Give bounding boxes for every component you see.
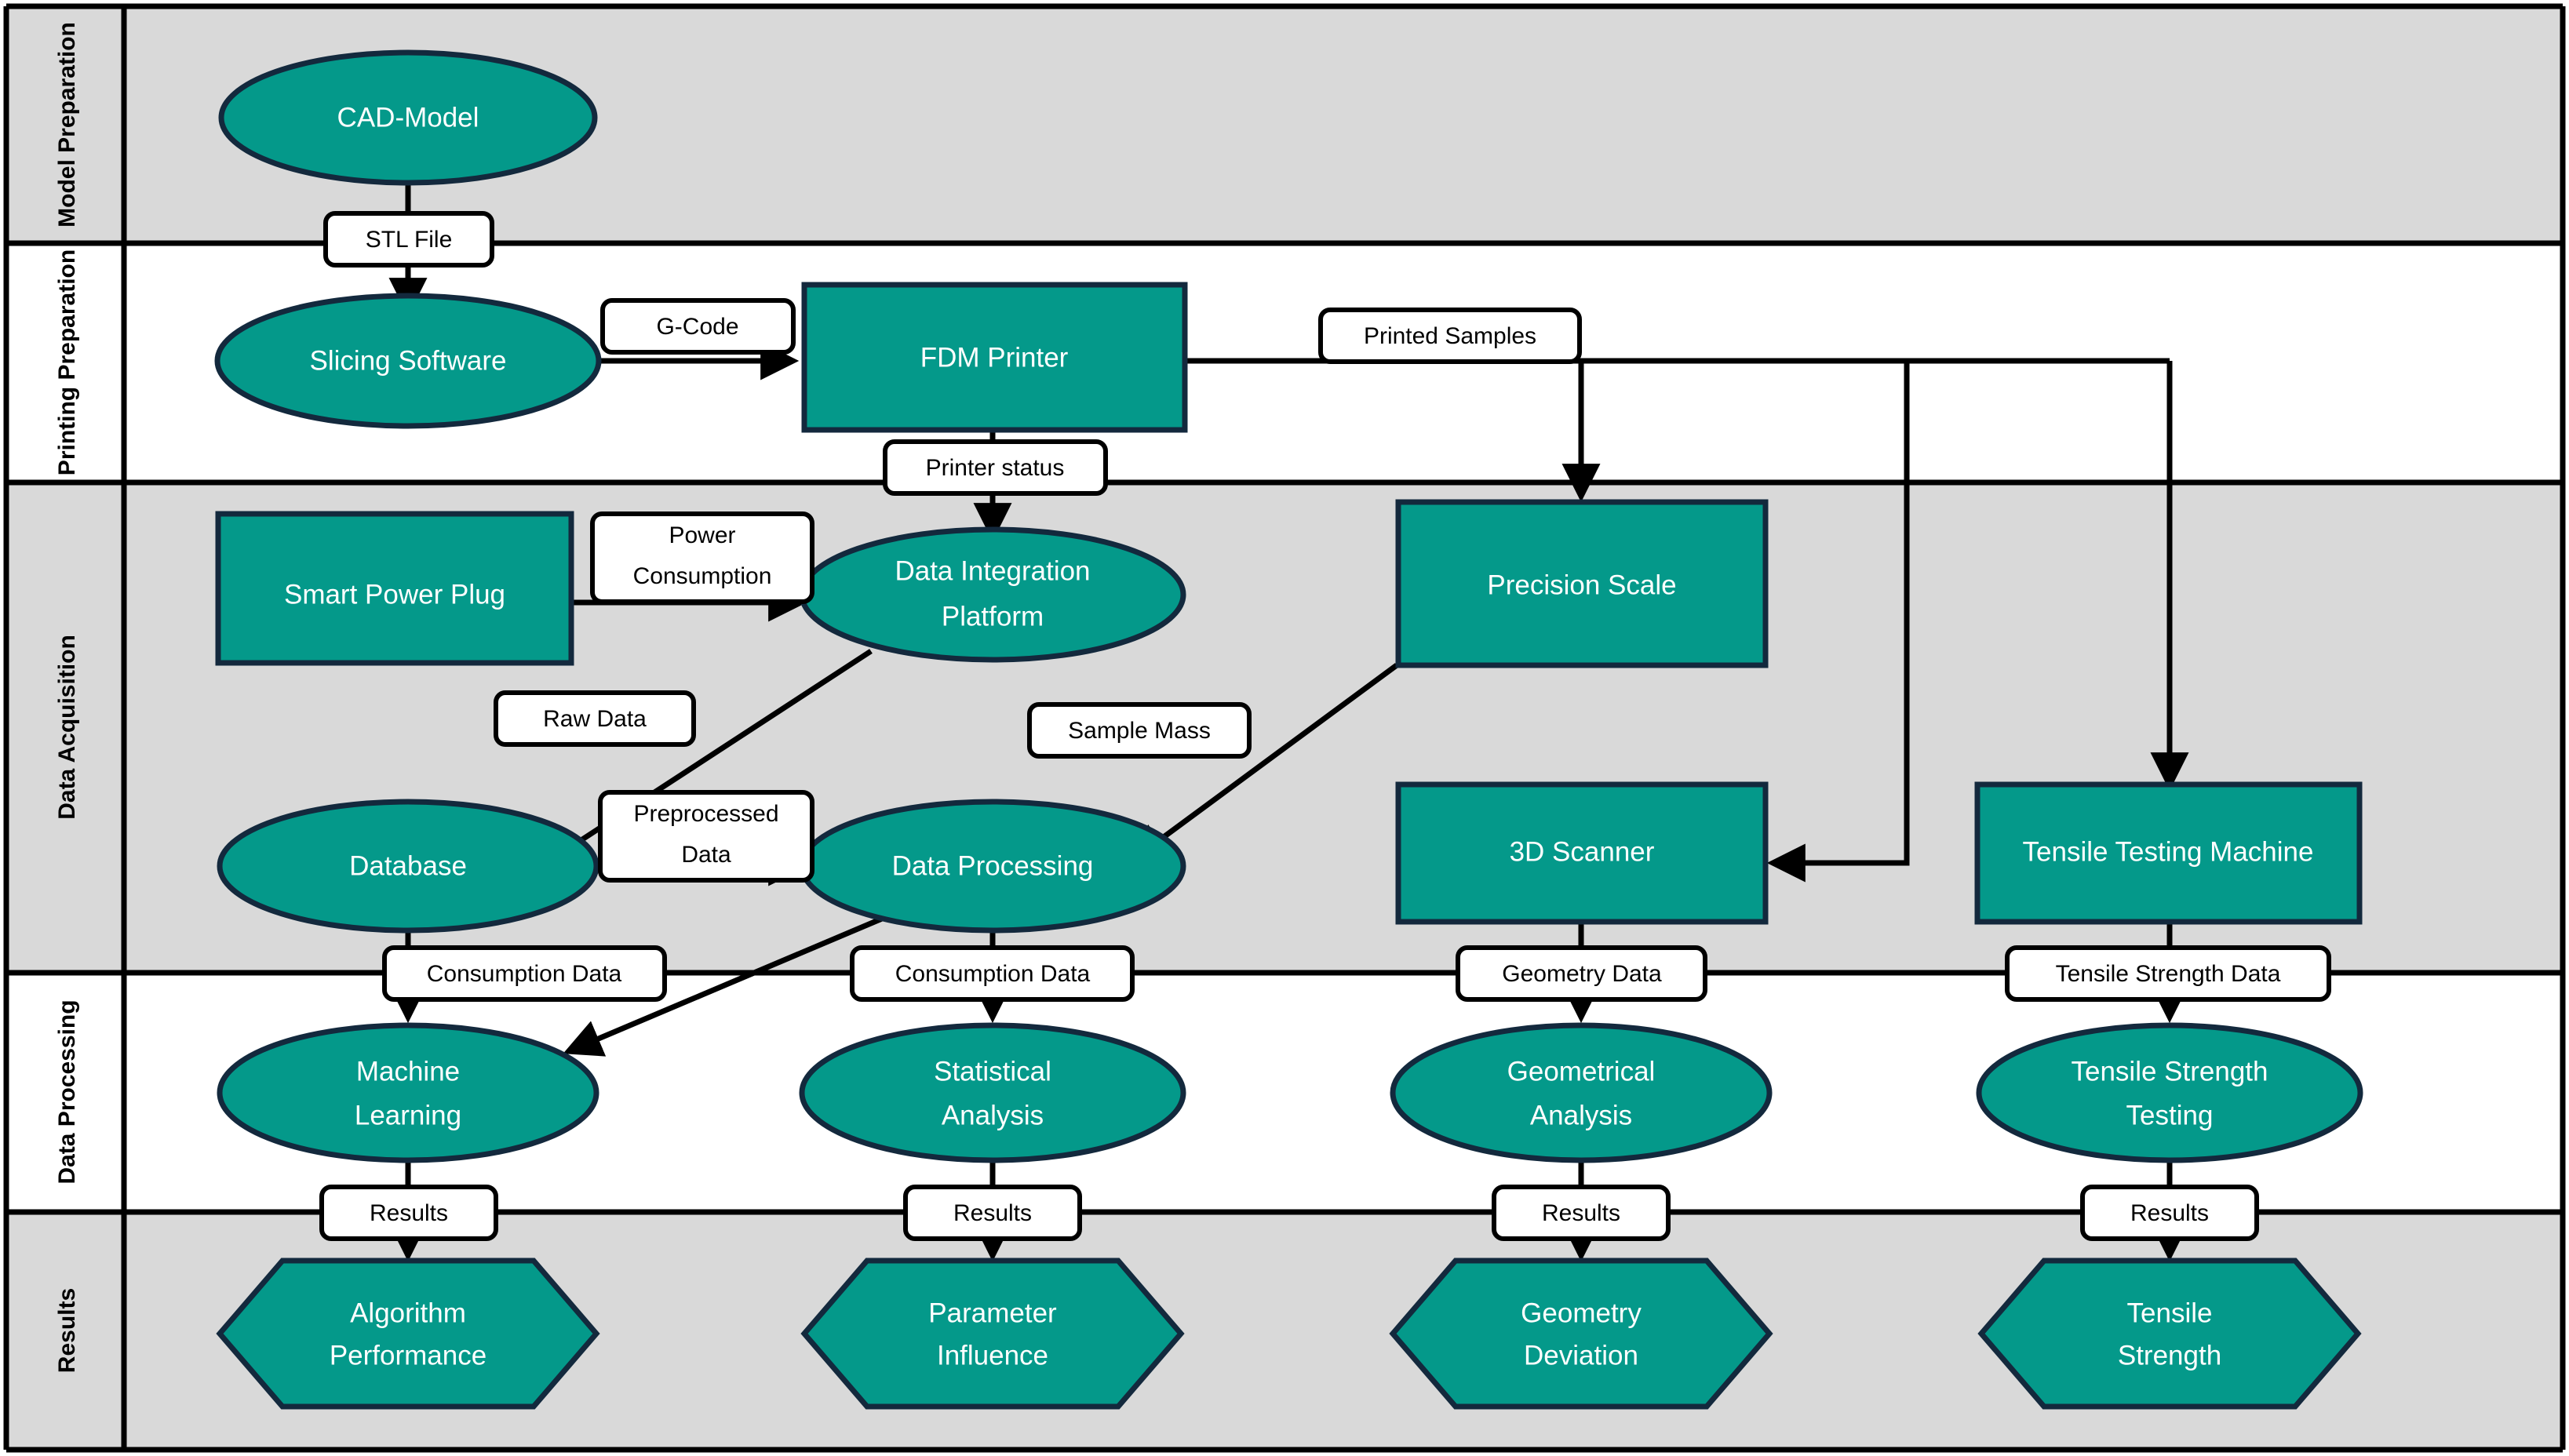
- edge-label-preprocessed-data-text-1: Preprocessed: [633, 801, 778, 827]
- lane-label-data-acquisition: Data Acquisition: [54, 635, 80, 820]
- node-data-integration-platform[interactable]: Data Integration Platform: [799, 526, 1186, 663]
- node-smart-power-plug-label: Smart Power Plug: [284, 579, 505, 610]
- edge-label-results-3-text: Results: [1542, 1200, 1620, 1226]
- edge-label-stl-file-text: STL File: [366, 227, 453, 253]
- edge-label-tensile-strength-data: Tensile Strength Data: [2005, 945, 2331, 1002]
- edge-label-preprocessed-data-text-2: Data: [681, 842, 731, 868]
- edge-raw-data-line: [536, 649, 873, 870]
- node-fdm-printer-label: FDM Printer: [920, 342, 1069, 373]
- lane-label-data-processing: Data Processing: [54, 999, 80, 1184]
- edge-label-stl-file: STL File: [323, 211, 494, 268]
- edge-label-results-4: Results: [2080, 1185, 2259, 1241]
- node-tensile-testing-machine[interactable]: Tensile Testing Machine: [1974, 781, 2363, 925]
- edge-label-printed-samples: Printed Samples: [1318, 308, 1582, 364]
- node-tensile-strength[interactable]: Tensile Strength: [1977, 1258, 2362, 1410]
- edge-labels: STL File G-Code Printer status Printed S…: [319, 211, 2331, 1241]
- edge-label-results-2: Results: [903, 1185, 1082, 1241]
- lane-label-results: Results: [54, 1288, 80, 1373]
- edge-label-sample-mass: Sample Mass: [1027, 702, 1252, 759]
- edge-label-consumption-data-left-text: Consumption Data: [427, 961, 622, 987]
- node-3d-scanner-label: 3D Scanner: [1510, 836, 1655, 867]
- edge-label-consumption-data-mid: Consumption Data: [850, 945, 1135, 1002]
- edge-label-consumption-data-mid-text: Consumption Data: [895, 961, 1091, 987]
- node-database-label: Database: [349, 850, 467, 881]
- node-fdm-printer[interactable]: FDM Printer: [801, 282, 1188, 433]
- edge-label-g-code-text: G-Code: [656, 314, 738, 340]
- edge-label-power-consumption-text-1: Power: [669, 522, 735, 548]
- edge-label-raw-data-text: Raw Data: [543, 706, 647, 732]
- lane-label-printing-preparation: Printing Preparation: [54, 249, 80, 475]
- node-cad-model-label: CAD-Model: [337, 102, 479, 133]
- node-tensile-strength-testing[interactable]: Tensile Strength Testing: [1976, 1022, 2363, 1163]
- edge-label-printed-samples-text: Printed Samples: [1364, 323, 1536, 349]
- edge-label-geometry-data: Geometry Data: [1456, 945, 1707, 1002]
- node-slicing-software[interactable]: Slicing Software: [214, 293, 602, 429]
- edge-label-raw-data: Raw Data: [494, 690, 696, 747]
- node-tensile-strength-label-1: Tensile: [2127, 1298, 2213, 1328]
- node-statistical-analysis[interactable]: Statistical Analysis: [799, 1022, 1186, 1163]
- node-data-processing-label: Data Processing: [892, 850, 1094, 881]
- node-smart-power-plug[interactable]: Smart Power Plug: [215, 511, 574, 666]
- node-cad-model[interactable]: CAD-Model: [218, 49, 598, 186]
- node-algorithm-performance-label-2: Performance: [330, 1340, 486, 1370]
- edge-label-power-consumption-text-2: Consumption: [633, 563, 772, 589]
- edge-label-printer-status: Printer status: [883, 439, 1108, 496]
- node-geometry-deviation[interactable]: Geometry Deviation: [1389, 1258, 1773, 1410]
- edge-label-g-code: G-Code: [600, 298, 796, 355]
- node-parameter-influence[interactable]: Parameter Influence: [800, 1258, 1185, 1410]
- lane-label-model-preparation: Model Preparation: [54, 22, 80, 228]
- node-tensile-testing-machine-label: Tensile Testing Machine: [2023, 836, 2314, 867]
- edge-label-preprocessed-data: Preprocessed Data: [598, 790, 814, 883]
- node-statistical-analysis-label-2: Analysis: [942, 1100, 1044, 1130]
- edge-label-printer-status-text: Printer status: [926, 455, 1065, 481]
- edge-label-results-1-text: Results: [370, 1200, 448, 1226]
- node-statistical-analysis-label-1: Statistical: [934, 1056, 1051, 1087]
- edge-label-power-consumption: Power Consumption: [590, 511, 814, 604]
- edge-label-sample-mass-text: Sample Mass: [1068, 718, 1211, 744]
- edge-printed-samples-to-3d-scanner: [1766, 361, 1910, 883]
- node-3d-scanner[interactable]: 3D Scanner: [1395, 781, 1769, 925]
- edge-label-results-3: Results: [1492, 1185, 1671, 1241]
- node-data-integration-platform-label-1: Data Integration: [895, 555, 1090, 586]
- node-machine-learning[interactable]: Machine Learning: [217, 1022, 599, 1163]
- node-geometrical-analysis-label-1: Geometrical: [1507, 1056, 1656, 1087]
- edge-label-tensile-strength-data-text: Tensile Strength Data: [2056, 961, 2281, 987]
- edge-sample-mass-line: [1128, 663, 1399, 863]
- edge-label-results-2-text: Results: [953, 1200, 1032, 1226]
- node-tensile-strength-testing-label-2: Testing: [2126, 1100, 2214, 1130]
- node-data-processing[interactable]: Data Processing: [799, 799, 1186, 934]
- lane-labels: Model Preparation Printing Preparation D…: [54, 22, 80, 1373]
- node-machine-learning-label-1: Machine: [356, 1056, 460, 1087]
- node-data-integration-platform-label-2: Platform: [942, 601, 1044, 632]
- node-precision-scale-label: Precision Scale: [1487, 570, 1676, 600]
- node-parameter-influence-label-2: Influence: [937, 1340, 1048, 1370]
- edge-label-geometry-data-text: Geometry Data: [1502, 961, 1662, 987]
- edge-label-results-4-text: Results: [2130, 1200, 2209, 1226]
- node-precision-scale[interactable]: Precision Scale: [1395, 499, 1769, 668]
- node-layer: CAD-Model Slicing Software FDM Printer S…: [214, 49, 2363, 1410]
- edge-label-results-1: Results: [319, 1185, 498, 1241]
- node-machine-learning-label-2: Learning: [355, 1100, 461, 1130]
- node-database[interactable]: Database: [217, 799, 599, 934]
- node-slicing-software-label: Slicing Software: [310, 345, 507, 376]
- node-parameter-influence-label-1: Parameter: [928, 1298, 1057, 1328]
- node-algorithm-performance-label-1: Algorithm: [350, 1298, 466, 1328]
- node-algorithm-performance[interactable]: Algorithm Performance: [216, 1258, 600, 1410]
- node-geometrical-analysis[interactable]: Geometrical Analysis: [1390, 1022, 1773, 1163]
- node-geometrical-analysis-label-2: Analysis: [1530, 1100, 1632, 1130]
- node-geometry-deviation-label-2: Deviation: [1524, 1340, 1638, 1370]
- edge-label-consumption-data-left: Consumption Data: [382, 945, 667, 1002]
- node-tensile-strength-testing-label-1: Tensile Strength: [2072, 1056, 2268, 1087]
- node-geometry-deviation-label-1: Geometry: [1521, 1298, 1642, 1328]
- node-tensile-strength-label-2: Strength: [2118, 1340, 2221, 1370]
- edge-dataprocessing-to-machine-learning: [563, 907, 904, 1057]
